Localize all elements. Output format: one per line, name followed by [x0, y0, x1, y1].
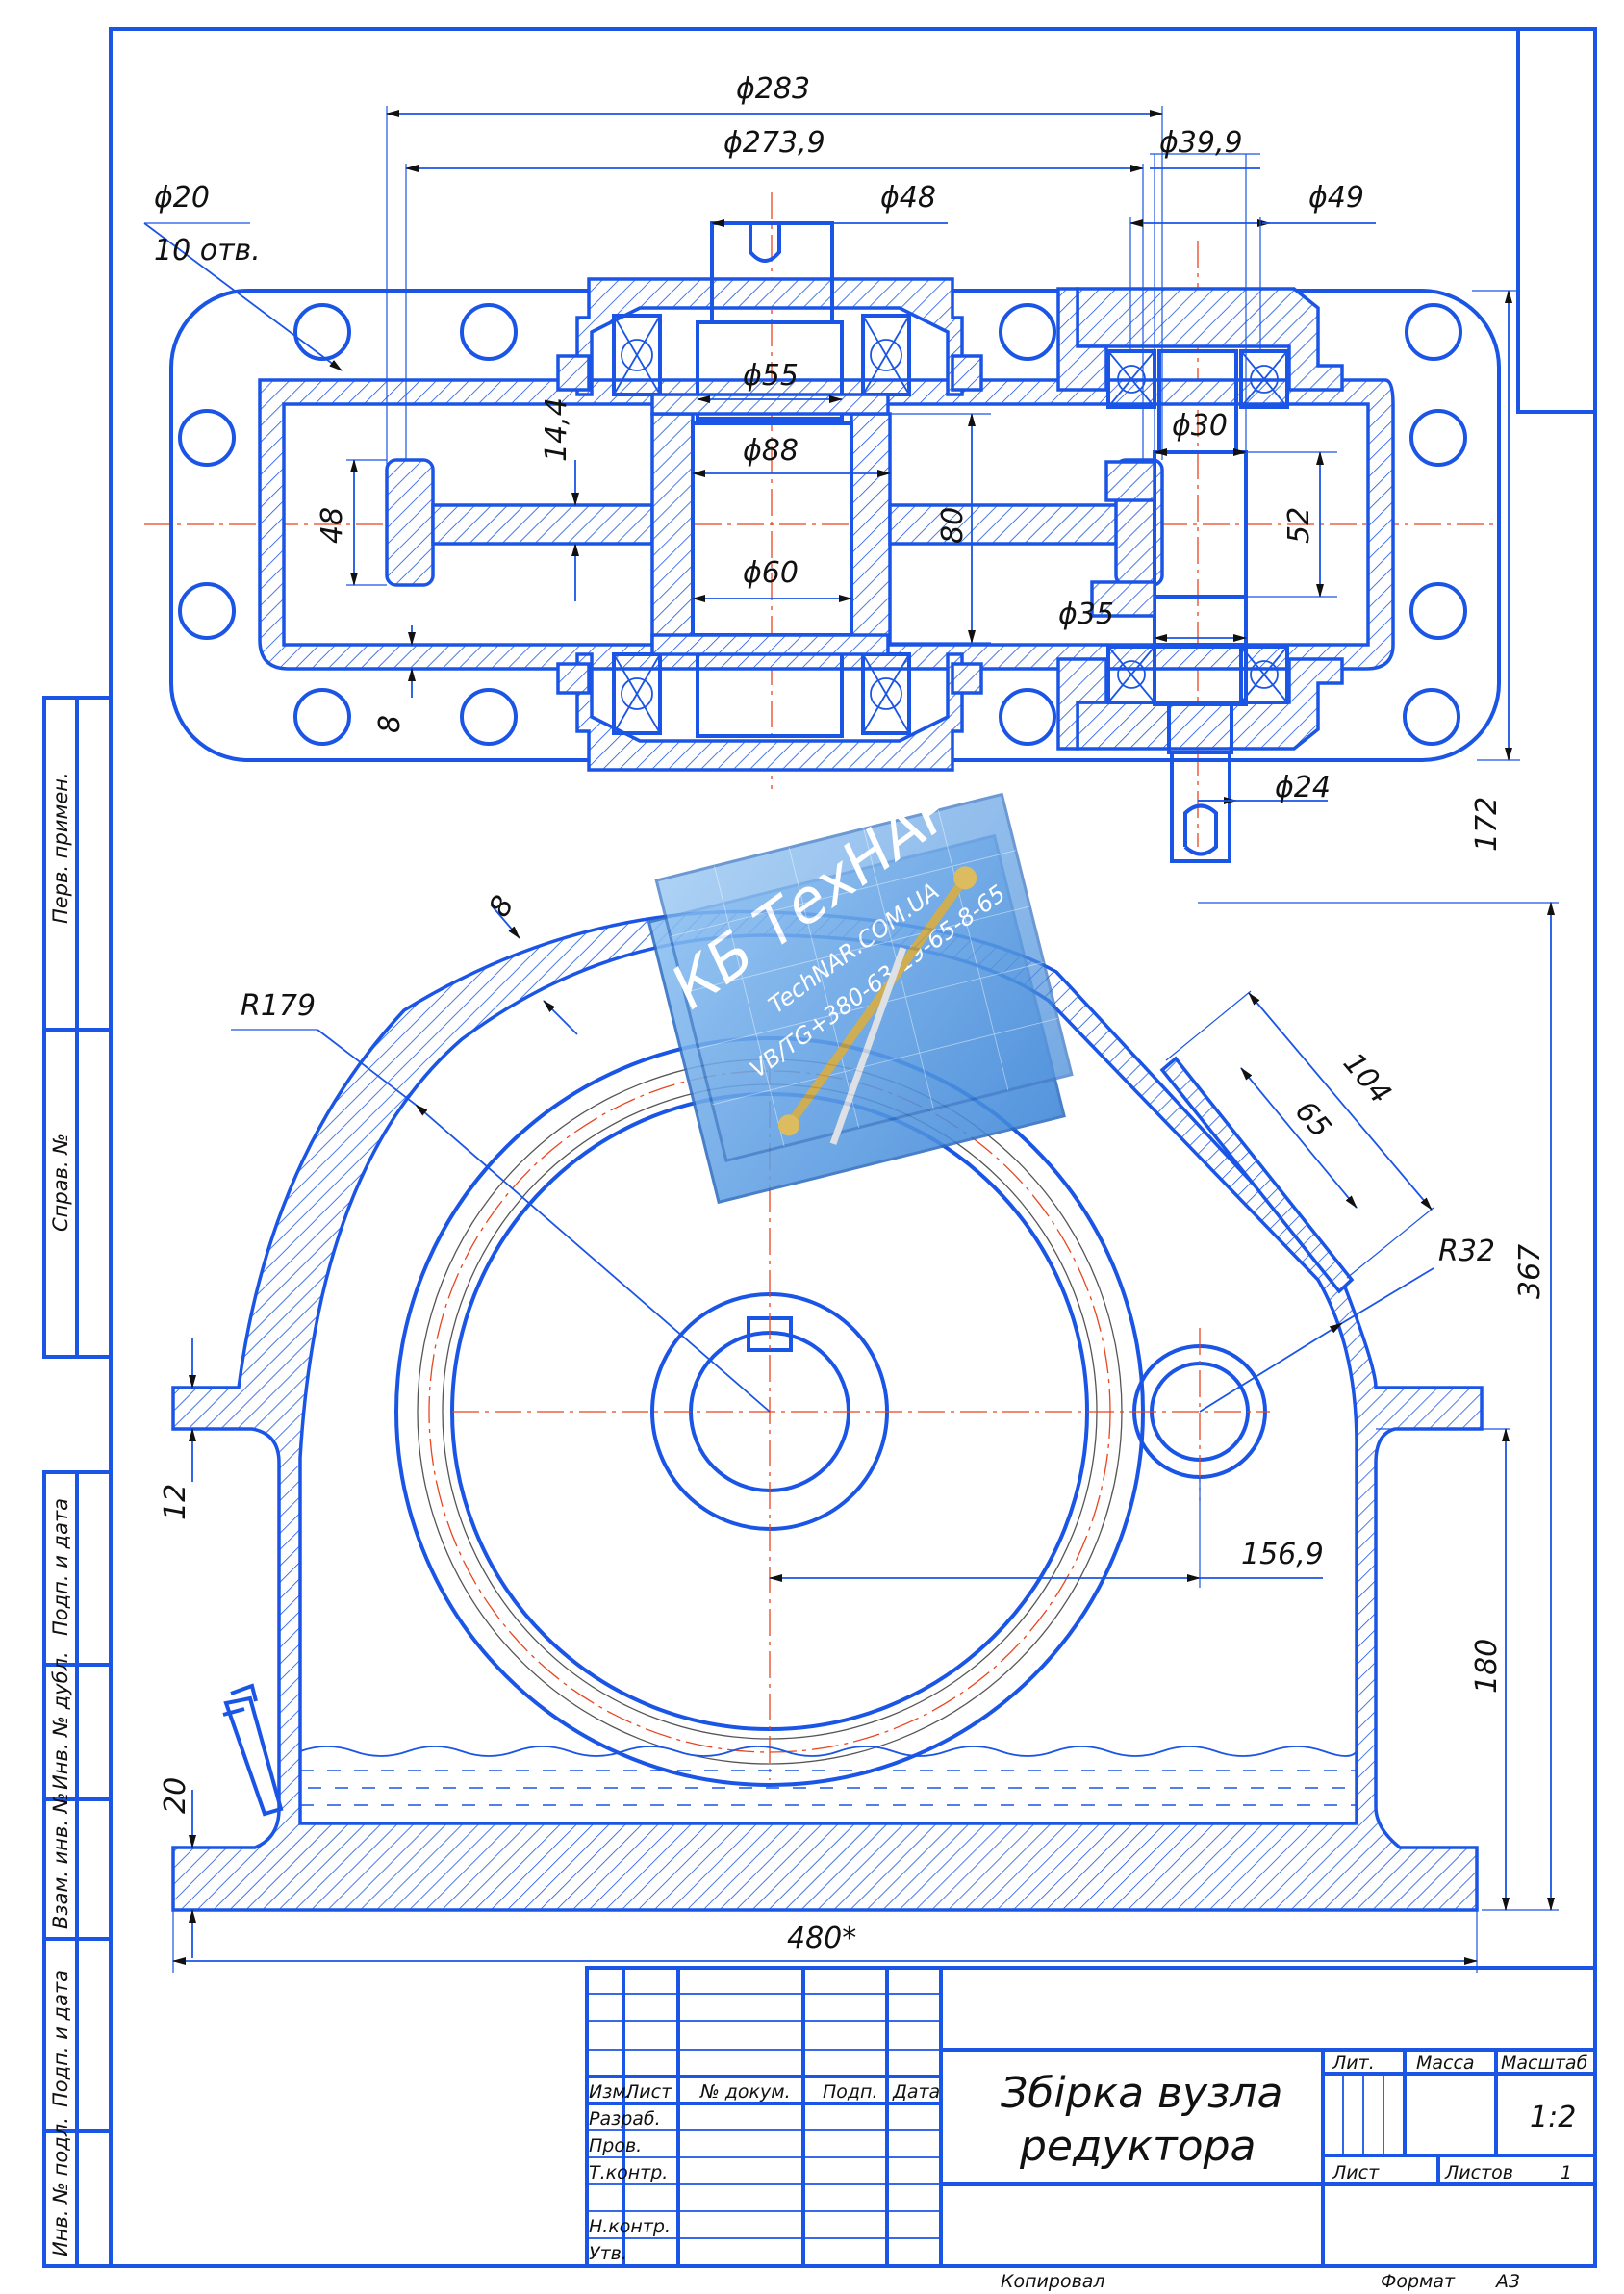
- dipstick: [222, 1683, 284, 1817]
- dim-180: 180: [1470, 1639, 1504, 1694]
- dim-holes: 10 отв.: [154, 234, 261, 268]
- tb-listov: Листов: [1444, 2162, 1513, 2183]
- drawing-title-line2: редуктора: [1019, 2122, 1256, 2171]
- dim-14-4: 14,4: [540, 397, 573, 462]
- tb-col-doc: № докум.: [699, 2081, 791, 2103]
- dim-156-9: 156,9: [1241, 1538, 1324, 1571]
- dim-12: 12: [159, 1484, 192, 1520]
- tb-row-utv: Утв.: [589, 2243, 627, 2264]
- dim-d60: ϕ60: [743, 556, 799, 590]
- front-view-dimensions: [172, 902, 1559, 1973]
- dim-48: 48: [316, 507, 349, 544]
- footer-format-value: А3: [1494, 2271, 1520, 2292]
- dim-r179: R179: [241, 989, 316, 1023]
- top-view-dimensions: [143, 106, 1520, 804]
- dim-8-top: 8: [373, 715, 407, 733]
- sheet-footer: Копировал Формат А3: [1001, 2271, 1520, 2292]
- stamp-sprav: Справ. №: [49, 1134, 72, 1232]
- dim-d35: ϕ35: [1058, 598, 1114, 631]
- tb-col-izm: Изм.: [589, 2081, 632, 2103]
- dim-d39-9: ϕ39,9: [1159, 126, 1243, 160]
- housing-wall: [258, 378, 1395, 671]
- footer-format: Формат: [1381, 2271, 1456, 2292]
- dim-d55: ϕ55: [743, 359, 799, 393]
- dim-52: 52: [1282, 507, 1316, 544]
- dim-80: 80: [936, 507, 970, 544]
- tb-row-tkontr: Т.контр.: [589, 2162, 668, 2183]
- tb-col-podp: Подп.: [823, 2081, 878, 2103]
- dim-d48: ϕ48: [880, 181, 936, 215]
- dim-d283: ϕ283: [736, 72, 810, 106]
- dim-d273-9: ϕ273,9: [723, 126, 825, 160]
- dim-8-wall: 8: [483, 890, 521, 923]
- tb-row-razrab: Разраб.: [589, 2108, 661, 2129]
- tb-scale-value: 1:2: [1530, 2101, 1576, 2134]
- dim-20: 20: [159, 1777, 192, 1814]
- tb-row-nkontr: Н.контр.: [589, 2216, 671, 2237]
- pinion-bearing-lower: [1056, 460, 1344, 863]
- title-block: Изм. Лист № докум. Подп. Дата Разраб. Пр…: [585, 1966, 1597, 2268]
- dim-480: 480*: [787, 1922, 856, 1955]
- tb-masshtab: Масштаб: [1501, 2052, 1588, 2074]
- stamp-vzam-inv: Взам. инв. №: [49, 1792, 72, 1929]
- dim-r32: R32: [1438, 1235, 1495, 1268]
- dim-367: 367: [1513, 1244, 1547, 1299]
- lower-bearing-housing: [556, 633, 983, 772]
- tb-row-prov: Пров.: [589, 2135, 642, 2156]
- dim-d30: ϕ30: [1172, 409, 1228, 443]
- tb-lit: Лит.: [1332, 2052, 1375, 2074]
- stamp-inv-podl: Инв. № подл.: [49, 2117, 72, 2256]
- dim-d24: ϕ24: [1275, 771, 1331, 804]
- watermark: КБ ТехНАР TechNAR.COM.UA VB/TG+380-63-19…: [647, 770, 1074, 1205]
- inspection-cover: [1159, 1056, 1355, 1294]
- dim-d88: ϕ88: [743, 434, 799, 468]
- tb-col-data: Дата: [892, 2081, 940, 2103]
- oil-level: [299, 1746, 1358, 1757]
- oil-dashes: [300, 1770, 1357, 1806]
- stamp-inv-dubl: Инв. № дубл.: [49, 1651, 72, 1790]
- tb-listov-value: 1: [1561, 2162, 1572, 2183]
- tb-massa: Масса: [1416, 2052, 1475, 2074]
- dim-d20: ϕ20: [154, 181, 210, 215]
- drawing-title-line1: Збірка вузла: [1001, 2069, 1282, 2118]
- dim-172: 172: [1470, 797, 1504, 852]
- top-view: ϕ283 ϕ273,9 ϕ39,9 ϕ48 ϕ49 ϕ20 10 отв. ϕ5…: [143, 72, 1520, 863]
- dim-65: 65: [1288, 1095, 1337, 1145]
- dim-104: 104: [1336, 1047, 1398, 1110]
- footer-copied: Копировал: [1001, 2271, 1105, 2292]
- tb-list: Лист: [1332, 2162, 1380, 2183]
- side-stamp-labels: Перв. примен. Справ. № Подп. и дата Инв.…: [49, 772, 72, 2256]
- top-view-dimension-labels: ϕ283 ϕ273,9 ϕ39,9 ϕ48 ϕ49 ϕ20 10 отв. ϕ5…: [154, 72, 1504, 852]
- bolt-holes: [178, 303, 1467, 746]
- dim-d49: ϕ49: [1308, 181, 1364, 215]
- stamp-podp-data-2: Подп. и дата: [49, 1970, 72, 2107]
- stamp-podp-data-1: Подп. и дата: [49, 1498, 72, 1636]
- tb-col-list: Лист: [624, 2081, 672, 2103]
- stamp-perv-primen: Перв. примен.: [49, 772, 72, 924]
